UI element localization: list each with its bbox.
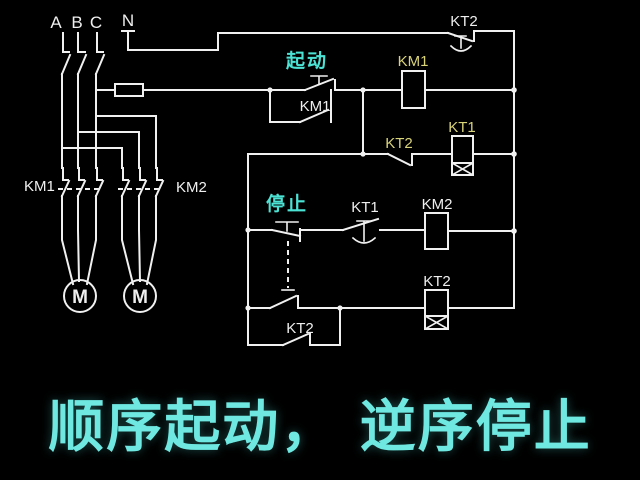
kt2-selfhold-branch [247, 307, 341, 347]
start-no-blade [303, 77, 336, 92]
km1-coil-body [401, 70, 426, 109]
power-circuit: A B C N KM1 KM2 [24, 11, 306, 313]
motor2-feeders [121, 195, 157, 286]
kt2-selfhold-contact: KT2 [247, 307, 341, 347]
km2-coil-body [424, 212, 449, 250]
motor-1-circle [63, 279, 97, 313]
disconnect-switch [60, 32, 106, 76]
motor1-feeders [61, 195, 97, 286]
control-circuit: KT2 起动 KM1 KM1 KT2 [121, 13, 517, 347]
km2-coil: KM2 [422, 196, 515, 250]
km1-selfhold-branch [269, 89, 332, 124]
phase-label-b: B [71, 13, 82, 32]
start-button: 起动 [285, 50, 336, 92]
kt1-coil: KT1 [448, 119, 515, 177]
km2-main-label: KM2 [176, 179, 207, 196]
km2-main-contacts [118, 167, 165, 198]
motor-2-label: M [132, 287, 148, 308]
kt2-coil-delay-x [423, 314, 450, 331]
kt2-nc-delay-contact: KT2 [446, 13, 515, 52]
stop-button-text: 停止 [266, 192, 308, 215]
phase-wires-km1 [61, 73, 97, 169]
stop-button: 停止 [247, 192, 344, 291]
kt2-coil-body [424, 289, 449, 317]
kt2-nc-delay-arc [449, 35, 473, 52]
kt1-delay-arc [351, 220, 377, 244]
start-button-actuator [310, 75, 328, 85]
kt1-delay-label: KT1 [351, 199, 379, 216]
fuse [95, 83, 306, 97]
kt2-nc-blade [446, 31, 474, 43]
km1-coil-label: KM1 [398, 53, 429, 70]
kt2-coil-label: KT2 [423, 273, 451, 290]
km1-selfhold-contact: KM1 [269, 89, 332, 124]
km1-contact-blades [60, 167, 105, 198]
km1-main-label: KM1 [24, 178, 55, 195]
neutral-wire [121, 30, 449, 51]
start-button-text: 起动 [285, 50, 328, 72]
stop-nc-blade [247, 228, 344, 242]
motor-1: M [63, 279, 97, 313]
fuse-body [114, 83, 144, 97]
kt2-coil: KT2 [423, 273, 515, 331]
disconnect-switch-blades [60, 32, 106, 76]
kt2-no-blade [386, 152, 453, 167]
caption: 顺序起动， 逆序停止 [48, 394, 592, 460]
kt1-coil-delay-x [450, 161, 475, 177]
kt1-coil-label: KT1 [448, 119, 476, 136]
kt1-delay-blade [341, 217, 380, 232]
km2-contact-blades [120, 167, 165, 198]
phase-label-a: A [50, 13, 62, 32]
km1-main-contacts [58, 167, 105, 198]
kt1-coil-body [451, 135, 474, 164]
kt2-selfhold-label: KT2 [286, 320, 314, 337]
stop-no-contact [247, 294, 341, 310]
junction-dots [245, 87, 517, 311]
km1-coil: KM1 [398, 53, 515, 109]
kt2-nc-out-wire [473, 30, 515, 42]
km2-coil-label: KM2 [422, 196, 453, 213]
kt2-no-label: KT2 [385, 135, 413, 152]
phase-label-c: C [90, 13, 102, 32]
stop-button-actuator [275, 221, 299, 232]
motor-2: M [123, 279, 157, 313]
kt2-no-contact: KT2 [385, 135, 453, 167]
kt1-coil-delay-box [451, 162, 474, 176]
stop-no-blade [247, 294, 341, 310]
kt2-coil-delay-box [424, 315, 449, 330]
motor-1-label: M [72, 287, 88, 308]
kt2-nc-top-label: KT2 [450, 13, 478, 30]
km1-selfhold-label: KM1 [300, 98, 331, 115]
kt1-delay-contact: KT1 [341, 199, 426, 244]
motor-2-circle [123, 279, 157, 313]
phase-wires-km2 [61, 115, 157, 169]
neutral-label: N [122, 11, 134, 30]
